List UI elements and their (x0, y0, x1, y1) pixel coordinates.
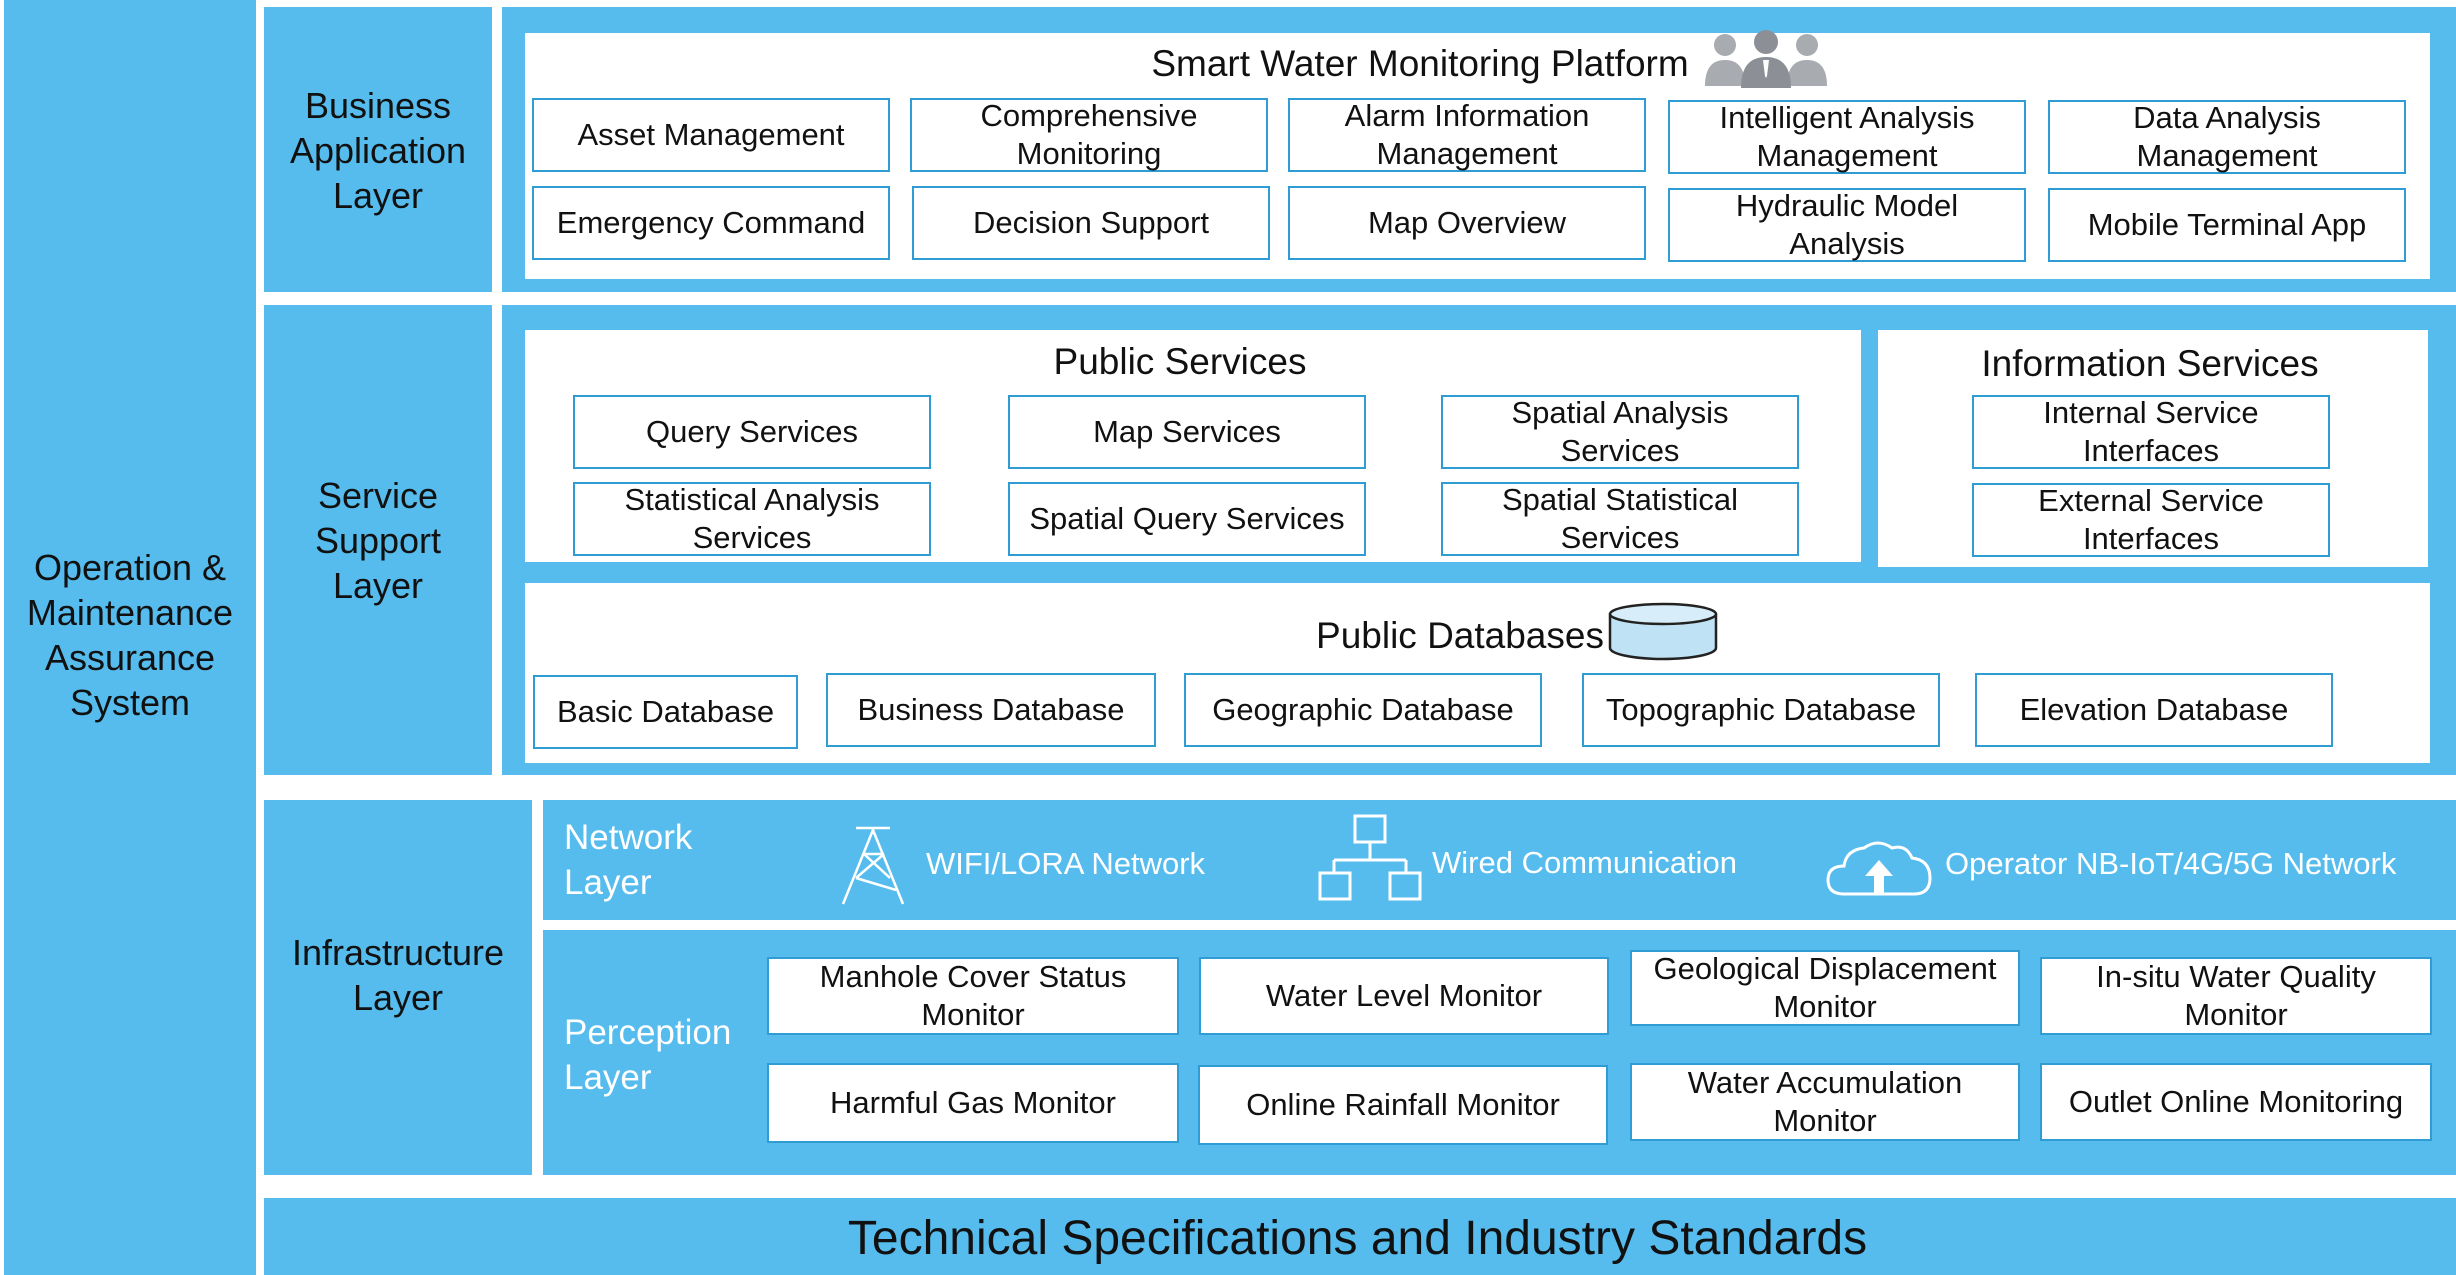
module-emergency-command[interactable]: Emergency Command (532, 186, 890, 260)
people-group-icon (1703, 30, 1829, 88)
external-service-interfaces[interactable]: External Service Interfaces (1972, 483, 2330, 557)
module-comprehensive-monitoring[interactable]: Comprehensive Monitoring (910, 98, 1268, 172)
operator-network-label: Operator NB-IoT/4G/5G Network (1945, 846, 2397, 881)
query-services[interactable]: Query Services (573, 395, 931, 469)
module-intelligent-analysis-management[interactable]: Intelligent Analysis Management (1668, 100, 2026, 174)
business-layer-label-block (264, 7, 492, 292)
service-layer-label-block (264, 305, 492, 775)
infrastructure-layer-label: Infrastructure Layer (291, 932, 505, 1018)
module-decision-support[interactable]: Decision Support (912, 186, 1270, 260)
business-layer-label: Business Application Layer (289, 84, 467, 216)
module-mobile-terminal-app[interactable]: Mobile Terminal App (2048, 188, 2406, 262)
spatial-query-services[interactable]: Spatial Query Services (1008, 482, 1366, 556)
service-layer-label: Service Support Layer (314, 474, 442, 606)
spatial-analysis-services[interactable]: Spatial Analysis Services (1441, 395, 1799, 469)
elevation-database[interactable]: Elevation Database (1975, 673, 2333, 747)
network-layer-label: Network Layer (564, 818, 693, 902)
network-topology-icon (1318, 813, 1422, 903)
standards-footer-label: Technical Specifications and Industry St… (847, 1212, 1868, 1265)
wifi-lora-network-label: WIFI/LORA Network (926, 846, 1206, 881)
business-database[interactable]: Business Database (826, 673, 1156, 747)
public-services-title: Public Services (1053, 341, 1307, 382)
operation-maintenance-label: Operation & Maintenance Assurance System (26, 547, 234, 723)
module-data-analysis-management[interactable]: Data Analysis Management (2048, 100, 2406, 174)
harmful-gas-monitor[interactable]: Harmful Gas Monitor (767, 1063, 1179, 1143)
geological-displacement-monitor[interactable]: Geological Displacement Monitor (1630, 950, 2020, 1026)
online-rainfall-monitor[interactable]: Online Rainfall Monitor (1198, 1065, 1608, 1145)
module-alarm-information-management[interactable]: Alarm Information Management (1288, 98, 1646, 172)
module-asset-management[interactable]: Asset Management (532, 98, 890, 172)
outlet-online-monitoring[interactable]: Outlet Online Monitoring (2040, 1063, 2432, 1141)
antenna-tower-icon (838, 826, 908, 908)
basic-database[interactable]: Basic Database (533, 675, 798, 749)
platform-title: Smart Water Monitoring Platform (1151, 43, 1689, 84)
topographic-database[interactable]: Topographic Database (1582, 673, 1940, 747)
water-level-monitor[interactable]: Water Level Monitor (1199, 957, 1609, 1035)
information-services-title: Information Services (1981, 343, 2319, 384)
module-map-overview[interactable]: Map Overview (1288, 186, 1646, 260)
cloud-upload-icon (1826, 836, 1932, 898)
module-hydraulic-model-analysis[interactable]: Hydraulic Model Analysis (1668, 188, 2026, 262)
water-accumulation-monitor[interactable]: Water Accumulation Monitor (1630, 1063, 2020, 1141)
spatial-statistical-services[interactable]: Spatial Statistical Services (1441, 482, 1799, 556)
standards-footer-block (264, 1198, 2456, 1275)
manhole-cover-status-monitor[interactable]: Manhole Cover Status Monitor (767, 957, 1179, 1035)
public-databases-title: Public Databases (1316, 615, 1604, 656)
geographic-database[interactable]: Geographic Database (1184, 673, 1542, 747)
statistical-analysis-services[interactable]: Statistical Analysis Services (573, 482, 931, 556)
wired-communication-label: Wired Communication (1432, 845, 1737, 880)
in-situ-water-quality-monitor[interactable]: In-situ Water Quality Monitor (2040, 957, 2432, 1035)
operation-maintenance-column (4, 0, 256, 1275)
internal-service-interfaces[interactable]: Internal Service Interfaces (1972, 395, 2330, 469)
database-cylinder-icon (1608, 602, 1718, 662)
infrastructure-layer-label-block (264, 800, 532, 1175)
perception-layer-label: Perception Layer (564, 1013, 732, 1097)
map-services[interactable]: Map Services (1008, 395, 1366, 469)
